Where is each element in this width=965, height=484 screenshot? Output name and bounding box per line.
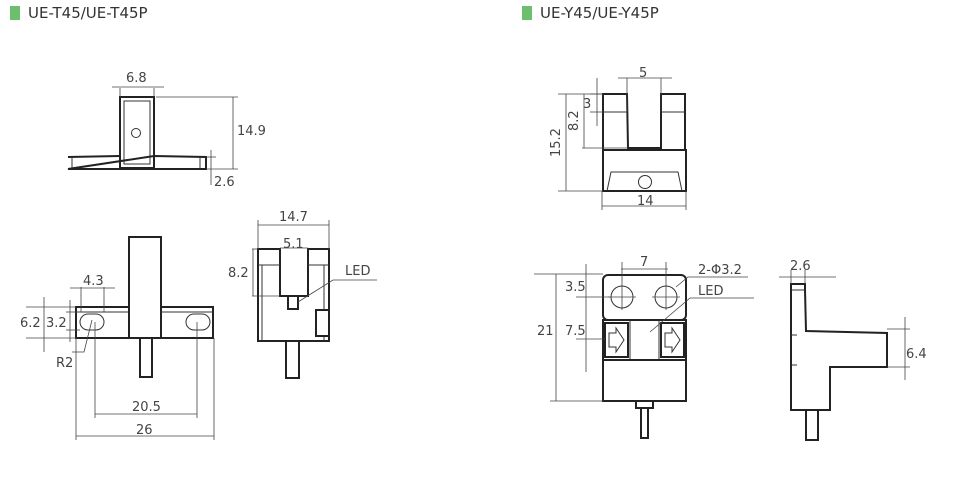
y45-width-label: 14 [637, 194, 654, 209]
y45-top-view [558, 77, 687, 210]
t45-top-width-label: 6.8 [126, 71, 147, 86]
y45-top-step-label: 3 [583, 97, 591, 112]
t45-top-view [67, 86, 238, 185]
t45-slot-length-label: 4.3 [83, 274, 104, 289]
t45-total-width-label: 26 [136, 423, 153, 438]
y45-slot-width-label: 5 [639, 66, 647, 81]
t45-slot-depth-label: 8.2 [228, 266, 249, 281]
y45-height-label: 15.2 [549, 128, 564, 157]
t45-height-b-label: 3.2 [46, 316, 67, 331]
y45-flange-thickness-label: 2.6 [790, 259, 811, 274]
right-model-title: UE-Y45/UE-Y45P [522, 4, 659, 22]
right-title-marker [522, 6, 532, 20]
y45-led-label: LED [698, 284, 723, 299]
y45-window-pos-label: 7.5 [565, 324, 586, 339]
y45-side-view [779, 270, 910, 441]
t45-radius-label: R2 [56, 356, 73, 371]
y45-flange-height-label: 6.4 [906, 347, 927, 362]
t45-front-view [26, 236, 215, 440]
t45-height-label: 14.9 [237, 124, 266, 139]
t45-led-label: LED [345, 264, 370, 279]
y45-hole-offset-label: 3.5 [565, 280, 586, 295]
y45-slot-depth-label: 8.2 [567, 110, 582, 131]
t45-slot-width-label: 5.1 [283, 237, 304, 252]
right-model-label: UE-Y45/UE-Y45P [540, 4, 659, 22]
left-model-title: UE-T45/UE-T45P [10, 4, 148, 22]
y45-hole-pitch-label: 7 [640, 255, 648, 270]
left-model-label: UE-T45/UE-T45P [28, 4, 148, 22]
y45-front-view [534, 262, 754, 439]
t45-hole-pitch-label: 20.5 [132, 400, 161, 415]
t45-flange-thickness-label: 2.6 [214, 175, 235, 190]
left-title-marker [10, 6, 20, 20]
t45-side-view [252, 220, 377, 379]
t45-body-width-label: 14.7 [279, 210, 308, 225]
y45-total-height-label: 21 [537, 324, 554, 339]
y45-holes-label: 2-Φ3.2 [698, 263, 742, 278]
t45-height-a-label: 6.2 [20, 316, 41, 331]
